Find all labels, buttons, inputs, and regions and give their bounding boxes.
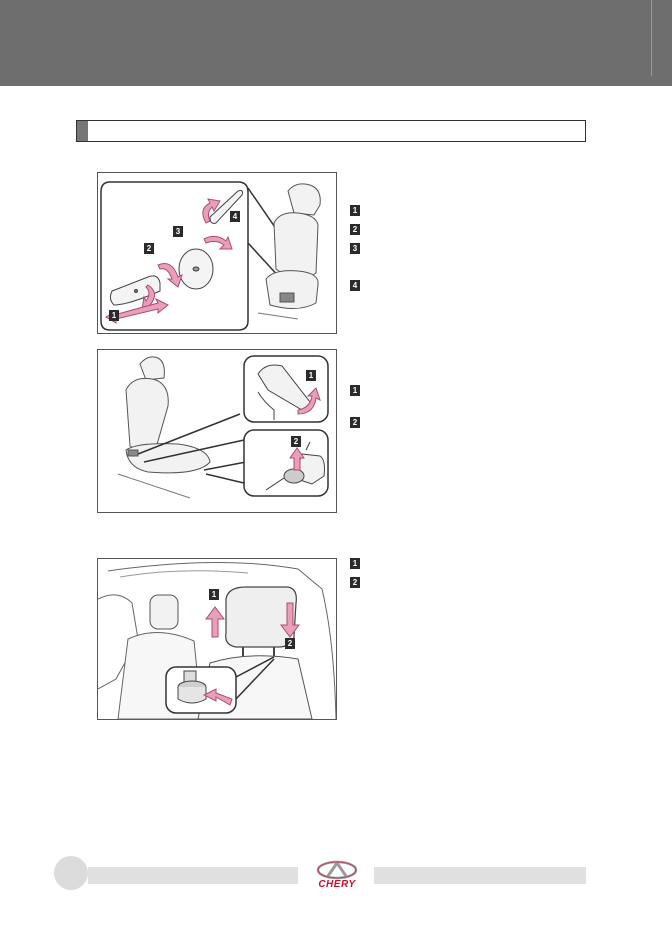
figure2-step-2: 2: [350, 417, 360, 428]
chery-logo-text: CHERY: [318, 879, 356, 890]
section-heading-box: [76, 120, 586, 142]
figure1-marker-3: 3: [173, 226, 183, 237]
figure-head-restraint: 1 2: [97, 558, 337, 720]
figure2-step-1: 1: [350, 385, 360, 396]
figure1-step-4: 4: [350, 280, 360, 291]
header-divider: [651, 0, 652, 76]
figure1-marker-1: 1: [109, 310, 119, 321]
figure1-marker-2: 2: [144, 243, 154, 254]
footer-bar-left: [88, 867, 298, 884]
page-number-circle: [54, 856, 88, 890]
figure3-marker-2: 2: [285, 638, 295, 649]
figure2-marker-1: 1: [306, 370, 316, 381]
figure1-step-3: 3: [350, 243, 360, 254]
figure1-marker-4: 4: [230, 211, 240, 222]
figure-seat-adjustment: 1 2 3 4: [97, 172, 337, 334]
figure1-step-2: 2: [350, 224, 360, 235]
figure3-marker-1: 1: [209, 589, 219, 600]
figure3-step-1: 1: [350, 558, 360, 569]
footer-bar-right: [374, 867, 586, 884]
header-band: [0, 0, 672, 86]
figure2-marker-2: 2: [291, 436, 301, 447]
chery-emblem-icon: [316, 860, 358, 880]
seat-switch-illustration: [117, 355, 329, 499]
section-heading-tab: [77, 121, 88, 141]
figure1-step-1: 1: [350, 205, 360, 216]
figure-seat-switches: 1 2: [97, 349, 337, 513]
seat-adjustment-illustration: [100, 181, 321, 331]
head-restraint-illustration: [98, 562, 337, 720]
chery-logo: CHERY: [306, 860, 368, 894]
figure3-step-2: 2: [350, 577, 360, 588]
